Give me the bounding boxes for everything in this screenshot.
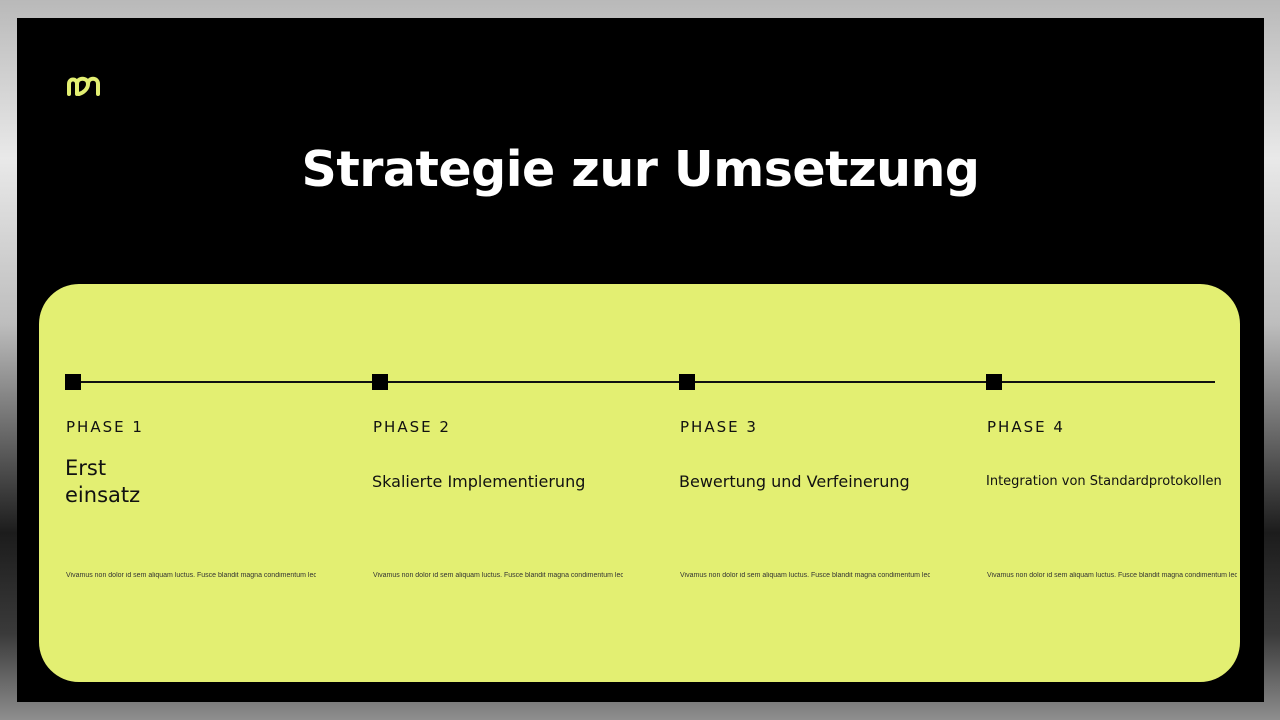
phase-description: Vivamus non dolor id sem aliquam luctus.… [987, 572, 1237, 579]
phase-2: PHASE 2 Skalierte Implementierung Vivamu… [372, 374, 632, 594]
phase-name: Erst einsatz [65, 456, 141, 507]
phase-1: PHASE 1 Erst einsatz Vivamus non dolor i… [65, 374, 325, 594]
phase-description: Vivamus non dolor id sem aliquam luctus.… [373, 572, 623, 579]
phase-3: PHASE 3 Bewertung und Verfeinerung Vivam… [679, 374, 939, 594]
m-logo-icon [65, 72, 103, 98]
phase-name: Bewertung und Verfeinerung [679, 472, 910, 491]
phase-marker [986, 374, 1002, 390]
phase-label: PHASE 1 [66, 418, 144, 436]
timeline-line [73, 381, 1215, 383]
phase-marker [372, 374, 388, 390]
slide: Strategie zur Umsetzung PHASE 1 Erst ein… [17, 18, 1264, 702]
phase-4: PHASE 4 Integration von Standardprotokol… [986, 374, 1246, 594]
phase-label: PHASE 3 [680, 418, 758, 436]
phase-marker [65, 374, 81, 390]
slide-title: Strategie zur Umsetzung [301, 141, 980, 198]
phase-marker [679, 374, 695, 390]
timeline-panel: PHASE 1 Erst einsatz Vivamus non dolor i… [39, 284, 1240, 682]
phase-label: PHASE 4 [987, 418, 1065, 436]
phase-name: Integration von Standardprotokollen [986, 474, 1222, 489]
phase-name: Skalierte Implementierung [372, 472, 586, 491]
phase-label: PHASE 2 [373, 418, 451, 436]
phase-description: Vivamus non dolor id sem aliquam luctus.… [66, 572, 316, 579]
phase-description: Vivamus non dolor id sem aliquam luctus.… [680, 572, 930, 579]
